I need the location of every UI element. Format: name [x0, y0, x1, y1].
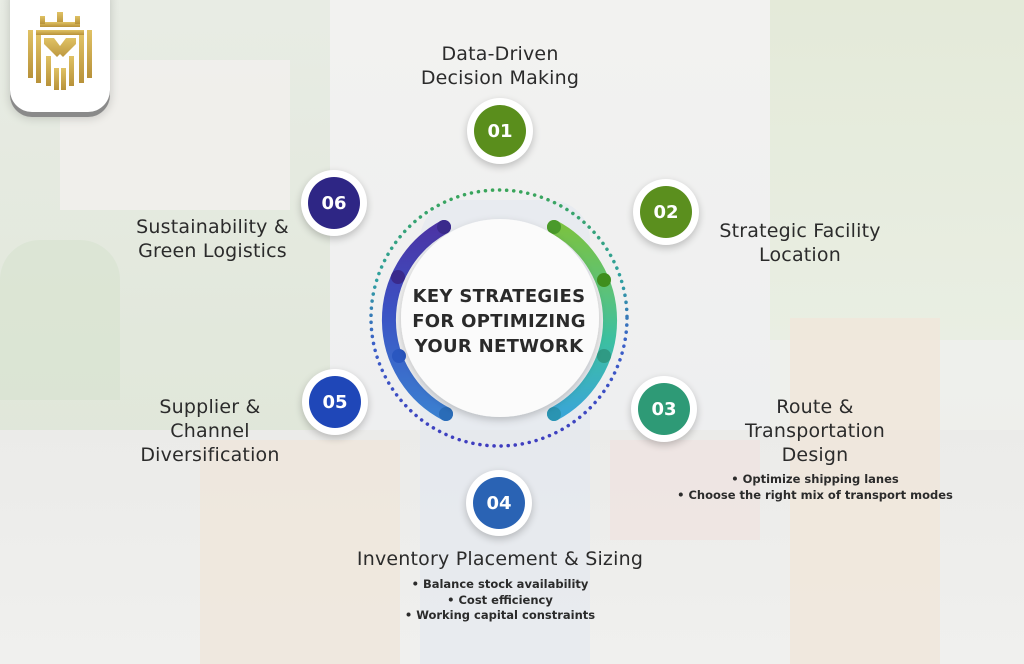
- badge-number: 02: [640, 186, 692, 238]
- strategy-03-bullets: Optimize shipping lanes Choose the right…: [675, 472, 955, 503]
- title-line: Transportation: [745, 420, 885, 442]
- title-line: Inventory Placement & Sizing: [356, 548, 644, 570]
- bullet-item: Balance stock availability: [370, 577, 630, 593]
- strategy-06-title: Sustainability & Green Logistics: [110, 215, 315, 263]
- title-line: Decision Making: [420, 67, 580, 89]
- title-line: Sustainability &: [136, 216, 289, 238]
- strategy-03-badge[interactable]: 03: [631, 376, 697, 442]
- hub-title-line: FOR OPTIMIZING: [412, 311, 586, 332]
- hub-title-line: YOUR NETWORK: [414, 336, 584, 357]
- bullet-item: Optimize shipping lanes: [675, 472, 955, 488]
- bullet-item: Cost efficiency: [370, 593, 630, 609]
- strategy-03-title: Route & Transportation Design: [715, 395, 915, 467]
- title-line: Route &: [776, 396, 854, 418]
- title-line: Data-Driven: [441, 43, 559, 65]
- badge-number: 05: [309, 376, 361, 428]
- strategy-04-title: Inventory Placement & Sizing: [320, 547, 680, 571]
- badge-number: 06: [308, 177, 360, 229]
- strategy-05-badge[interactable]: 05: [302, 369, 368, 435]
- strategy-05-title: Supplier & Channel Diversification: [110, 395, 310, 467]
- bullet-item: Working capital constraints: [370, 608, 630, 624]
- strategy-01-badge[interactable]: 01: [467, 98, 533, 164]
- logo-card[interactable]: [10, 0, 110, 112]
- title-line: Design: [781, 444, 849, 466]
- strategy-01-title: Data-Driven Decision Making: [400, 42, 600, 90]
- strategy-06-badge[interactable]: 06: [301, 170, 367, 236]
- title-line: Green Logistics: [138, 240, 287, 262]
- strategy-02-badge[interactable]: 02: [633, 179, 699, 245]
- strategy-04-badge[interactable]: 04: [466, 470, 532, 536]
- strategy-04-bullets: Balance stock availability Cost efficien…: [370, 577, 630, 624]
- crown-shield-logo-icon: [28, 12, 92, 90]
- hub-title-line: KEY STRATEGIES: [412, 286, 586, 307]
- badge-number: 04: [473, 477, 525, 529]
- hub-title: KEY STRATEGIES FOR OPTIMIZING YOUR NETWO…: [399, 284, 599, 359]
- badge-number: 01: [474, 105, 526, 157]
- title-line: Diversification: [140, 444, 280, 466]
- badge-number: 03: [638, 383, 690, 435]
- title-line: Channel: [170, 420, 250, 442]
- title-line: Strategic Facility: [719, 220, 881, 242]
- bullet-item: Choose the right mix of transport modes: [675, 488, 955, 504]
- title-line: Supplier &: [159, 396, 261, 418]
- title-line: Location: [759, 244, 841, 266]
- strategy-02-title: Strategic Facility Location: [700, 219, 900, 267]
